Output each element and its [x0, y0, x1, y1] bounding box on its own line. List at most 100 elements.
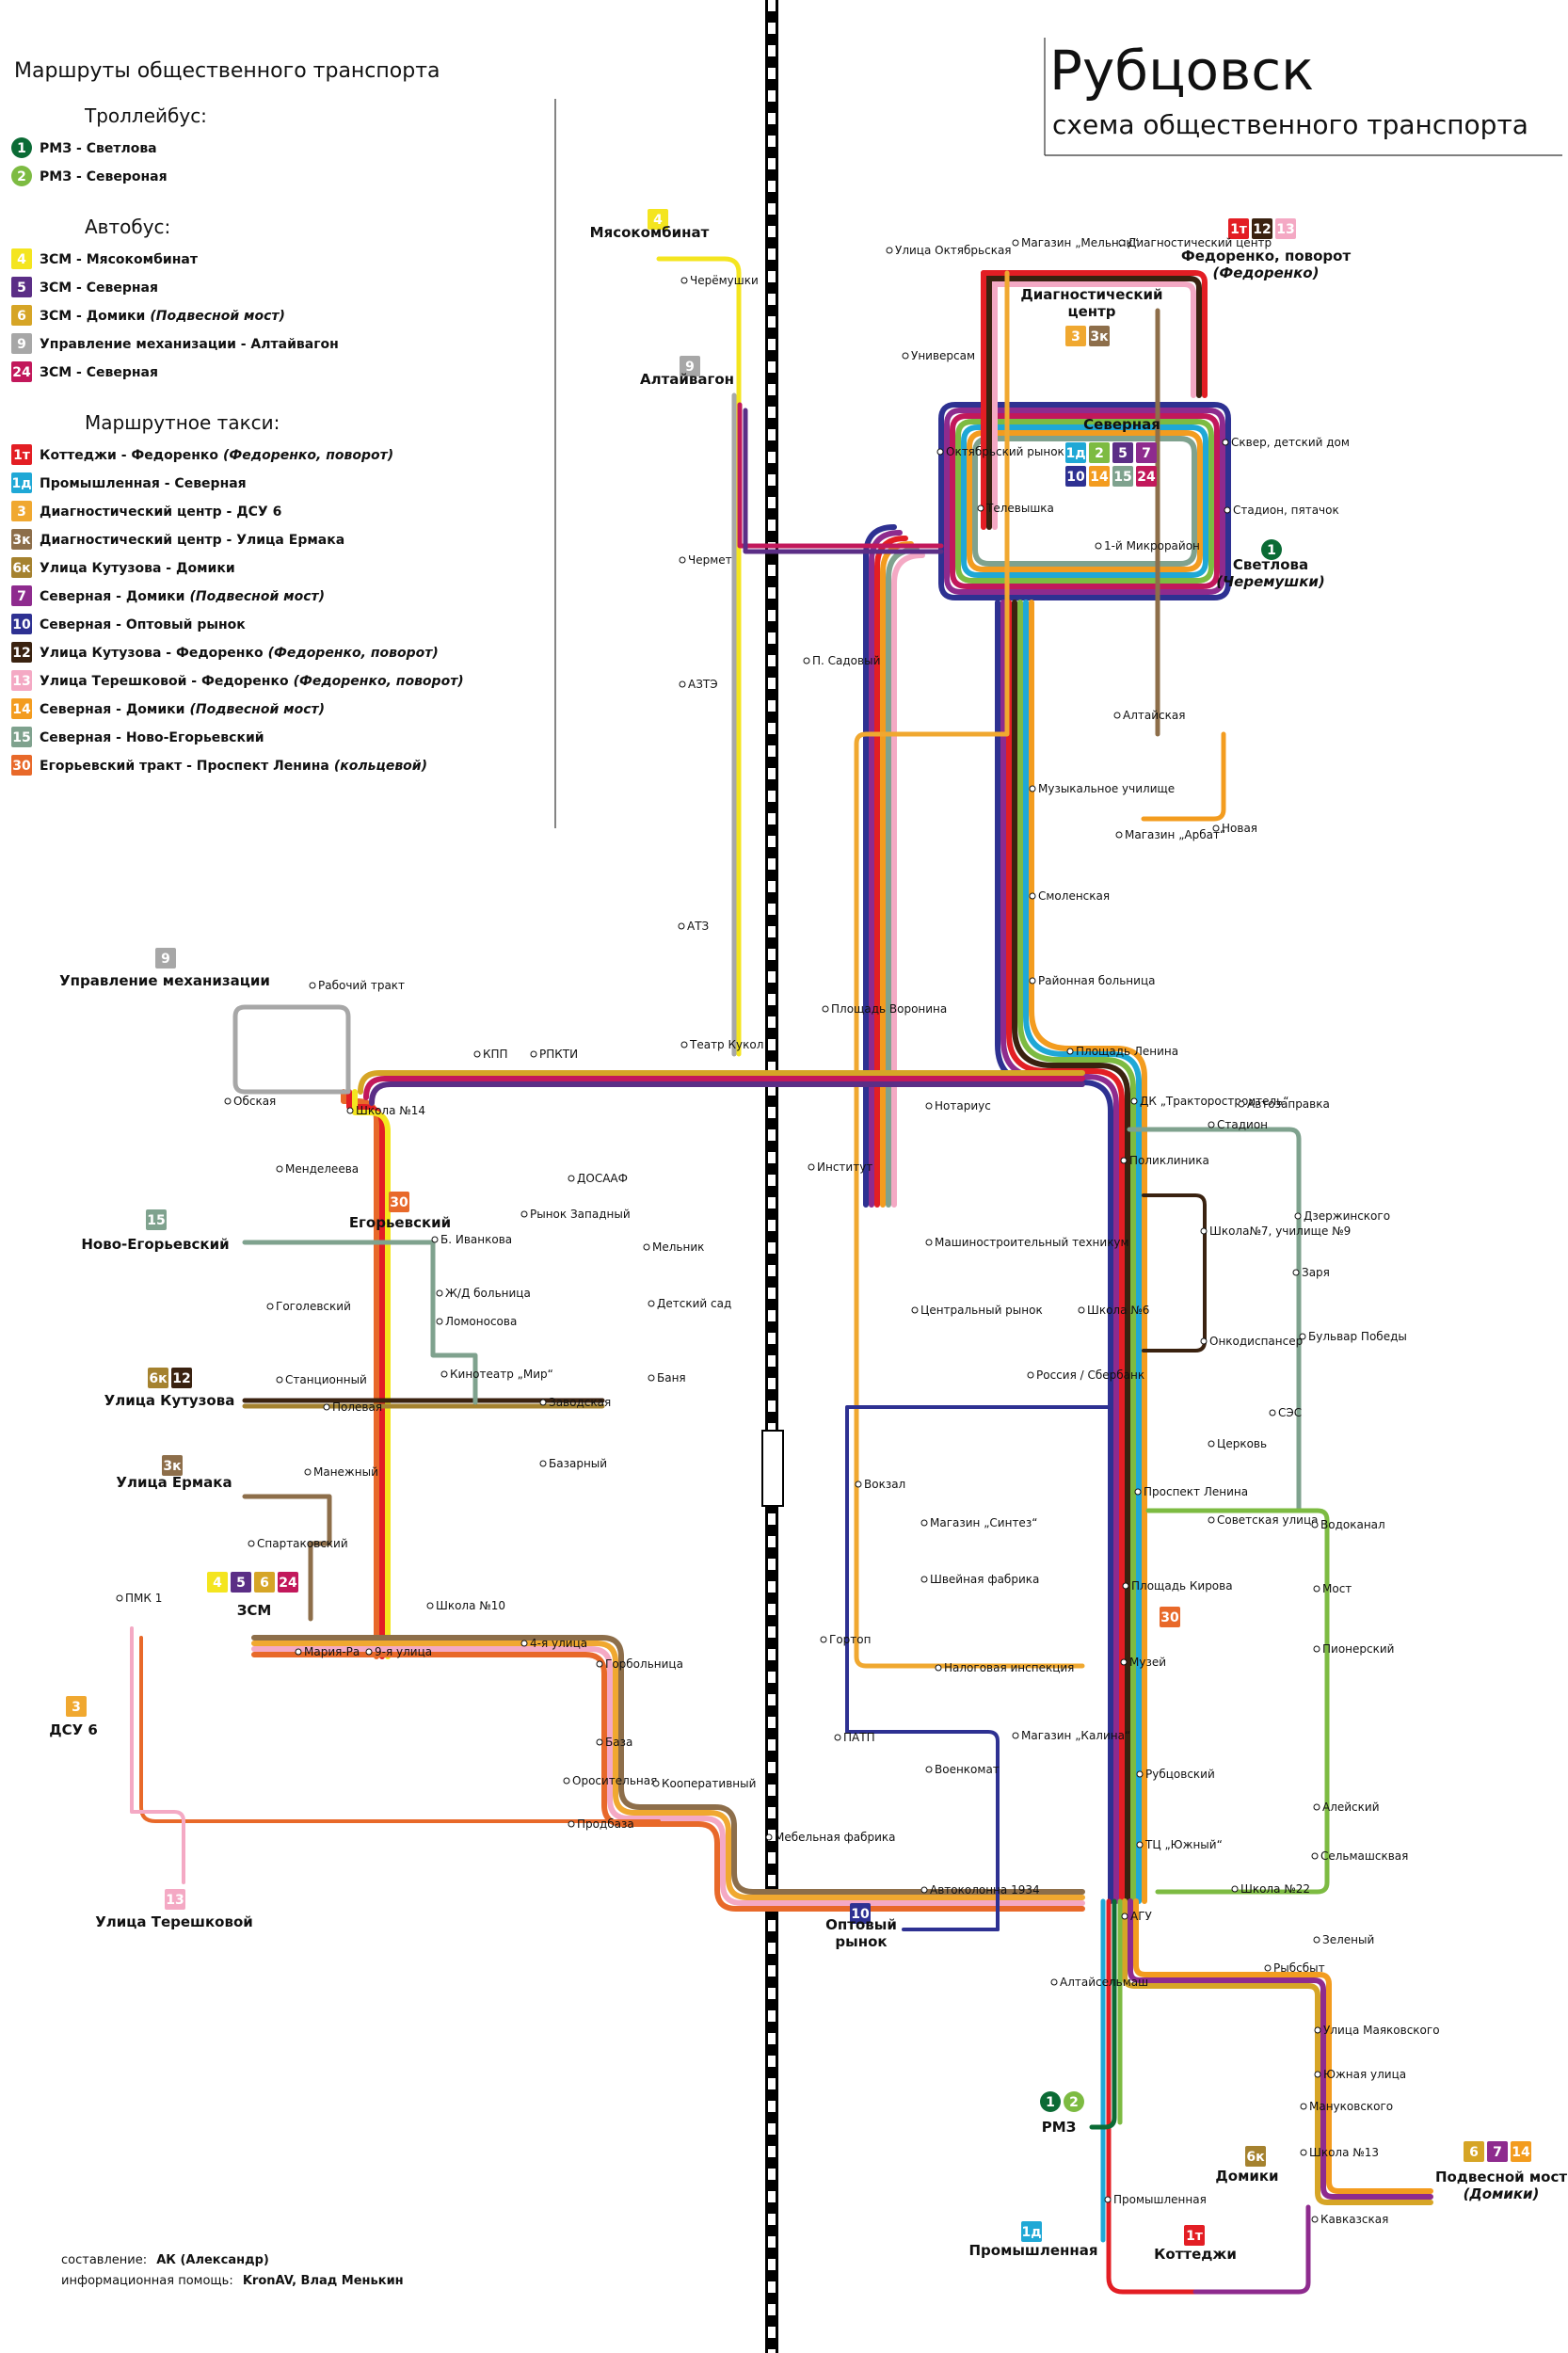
stop-marker[interactable]: Новая [1212, 822, 1257, 835]
stop-marker[interactable]: Манежный [304, 1465, 378, 1479]
stop-marker[interactable]: Рыбсбыт [1264, 1961, 1325, 1975]
stop-marker[interactable]: Ж/Д больница [436, 1287, 531, 1300]
stop-marker[interactable]: Бульвар Победы [1299, 1330, 1407, 1343]
stop-marker[interactable]: П. Садовый [803, 654, 880, 667]
stop-marker[interactable]: Музей [1120, 1656, 1166, 1669]
stop-marker[interactable]: 4-я улица [520, 1637, 587, 1650]
stop-marker[interactable]: Рабочий тракт [309, 979, 405, 992]
stop-marker[interactable]: Кооперативный [652, 1777, 756, 1790]
stop-marker[interactable]: Южная улица [1314, 2068, 1406, 2081]
stop-marker[interactable]: Нотариус [925, 1099, 991, 1112]
stop-marker[interactable]: АГУ [1121, 1910, 1153, 1923]
stop-marker[interactable]: Алтайсельмаш [1050, 1976, 1148, 1989]
stop-marker[interactable]: Обская [224, 1095, 276, 1108]
stop-marker[interactable]: Улица Октябрьская [886, 244, 1012, 257]
stop-marker[interactable]: Дзержинского [1294, 1209, 1390, 1223]
stop-marker[interactable]: Площадь Воронина [822, 1002, 947, 1016]
stop-marker[interactable]: Улица Маяковского [1314, 2024, 1440, 2037]
stop-marker[interactable]: Институт [808, 1160, 872, 1174]
stop-marker[interactable]: Детский сад [648, 1297, 731, 1310]
stop-marker[interactable]: 9-я улица [365, 1645, 432, 1658]
stop-marker[interactable]: 1-й Микрорайон [1095, 539, 1200, 552]
stop-marker[interactable]: Заря [1292, 1266, 1330, 1279]
stop-marker[interactable]: Автозаправка [1238, 1097, 1330, 1111]
stop-marker[interactable]: Зеленый [1313, 1933, 1374, 1946]
stop-marker[interactable]: СЭС [1269, 1406, 1302, 1419]
stop-marker[interactable]: Водоканал [1311, 1518, 1385, 1531]
stop-marker[interactable]: ДК „Тракторостроитель“ [1130, 1095, 1288, 1108]
stop-marker[interactable]: АТЗ [678, 920, 709, 933]
terminal-egor30[interactable]: 30 [1160, 1607, 1180, 1627]
stop-marker[interactable]: Алтайская [1113, 709, 1185, 722]
stop-marker[interactable]: Пионерский [1313, 1642, 1394, 1656]
stop-marker[interactable]: ПМК 1 [116, 1592, 162, 1605]
stop-marker[interactable]: Рубцовский [1136, 1768, 1215, 1781]
stop-marker[interactable]: Школа №6 [1078, 1304, 1149, 1317]
stop-marker[interactable]: Магазин „Арбат“ [1115, 828, 1225, 841]
stop-marker[interactable]: Черёмушки [680, 274, 759, 287]
stop-marker[interactable]: База [596, 1736, 632, 1749]
stop-marker[interactable]: Онкодиспансер [1200, 1335, 1303, 1348]
stop-marker[interactable]: Автоколонна 1934 [920, 1883, 1040, 1897]
stop-marker[interactable]: Россия / Сбербанк [1027, 1369, 1144, 1382]
stop-marker[interactable]: Мануковского [1300, 2100, 1393, 2113]
stop-marker[interactable]: РПКТИ [530, 1048, 578, 1061]
stop-marker[interactable]: Поликлиника [1120, 1154, 1209, 1167]
stop-marker[interactable]: ТЦ „Южный“ [1136, 1838, 1223, 1851]
stop-marker[interactable]: Центральный рынок [911, 1304, 1043, 1317]
stop-marker[interactable]: Менделеева [276, 1162, 359, 1176]
stop-marker[interactable]: КПП [473, 1048, 508, 1061]
stop-marker[interactable]: Продбаза [568, 1817, 634, 1831]
stop-marker[interactable]: Промышленная [1104, 2193, 1207, 2206]
stop-marker[interactable]: Спартаковский [248, 1537, 348, 1550]
stop-marker[interactable]: Сельмашсквая [1311, 1849, 1408, 1863]
stop-marker[interactable]: Ломоносова [436, 1315, 517, 1328]
stop-marker[interactable]: Магазин „Мельник“ [1012, 236, 1139, 249]
stop-marker[interactable]: Районная больница [1029, 974, 1155, 987]
stop-marker[interactable]: Церковь [1208, 1437, 1267, 1450]
stop-marker[interactable]: Смоленская [1029, 889, 1110, 903]
stop-marker[interactable]: Кавказская [1311, 2213, 1388, 2226]
stop-marker[interactable]: Оросительная [563, 1774, 657, 1787]
stop-marker[interactable]: Телевышка [977, 502, 1054, 515]
stop-marker[interactable]: Заводская [539, 1396, 611, 1409]
stop-marker[interactable]: Площадь Кирова [1122, 1579, 1233, 1593]
stop-marker[interactable]: Музыкальное училище [1029, 782, 1175, 795]
stop-marker[interactable]: Рынок Западный [520, 1208, 631, 1221]
stop-marker[interactable]: Машиностроительный техникум [925, 1236, 1129, 1249]
stop-marker[interactable]: Магазин „Калина“ [1012, 1729, 1130, 1742]
stop-marker[interactable]: Октябрьский рынок [936, 445, 1064, 458]
stop-marker[interactable]: Горбольница [596, 1657, 683, 1671]
stop-marker[interactable]: Универсам [902, 349, 975, 362]
stop-marker[interactable]: ПАТП [834, 1731, 875, 1744]
stop-marker[interactable]: Полевая [323, 1401, 382, 1414]
stop-marker[interactable]: Магазин „Синтез“ [920, 1516, 1037, 1529]
stop-marker[interactable]: Базарный [539, 1457, 607, 1470]
stop-marker[interactable]: Алейский [1313, 1801, 1380, 1814]
stop-marker[interactable]: Сквер, детский дом [1222, 436, 1350, 449]
stop-marker[interactable]: Гоголевский [266, 1300, 351, 1313]
stop-marker[interactable]: Диагностический центр [1118, 236, 1272, 249]
stop-marker[interactable]: Мельник [643, 1241, 704, 1254]
stop-marker[interactable]: Стадион, пятачок [1224, 504, 1339, 517]
stop-marker[interactable]: Площадь Ленина [1066, 1045, 1178, 1058]
stop-marker[interactable]: Мебельная фабрика [765, 1831, 896, 1844]
